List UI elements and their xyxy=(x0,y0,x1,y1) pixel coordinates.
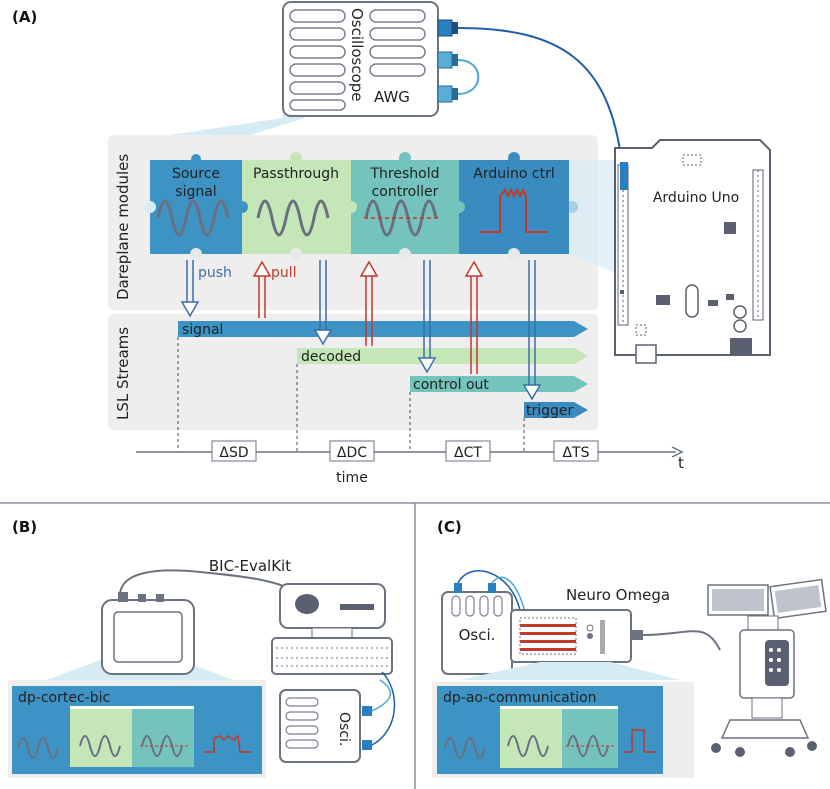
neuro-omega-device xyxy=(510,609,721,663)
awg-label: AWG xyxy=(374,88,410,106)
osc-to-arduino-cable xyxy=(457,27,623,166)
arduino-projection xyxy=(569,160,620,275)
push-pull-arrows xyxy=(180,260,542,401)
module-arduino-ctrl: Arduino ctrl xyxy=(459,160,569,254)
oscilloscope-label: Oscilloscope xyxy=(348,8,366,102)
time-axis-arrow xyxy=(671,446,684,458)
delta-ts: ΔTS xyxy=(562,445,589,461)
module-arduino-label: Arduino ctrl xyxy=(473,166,554,182)
osci-c-label: Osci. xyxy=(459,626,496,644)
arduino-uno-board xyxy=(614,139,771,364)
panel-b-label: (B) xyxy=(12,518,37,536)
oscilloscope-device: Oscilloscope AWG xyxy=(282,1,480,117)
dareplane-label: Dareplane modules xyxy=(114,154,132,300)
bic-passthrough-tile xyxy=(70,707,132,767)
bic-device xyxy=(101,569,306,675)
ao-projection xyxy=(460,662,680,680)
stream-trigger-bar xyxy=(524,402,588,418)
t-label: t xyxy=(678,454,684,472)
stream-decoded-label: decoded xyxy=(301,349,361,365)
bic-module-label: dp-cortec-bic xyxy=(18,690,110,706)
neuro-omega-label: Neuro Omega xyxy=(566,586,670,604)
stream-signal-label: signal xyxy=(182,322,223,338)
bic-threshold-tile xyxy=(132,707,194,767)
ao-module-label: dp-ao-communication xyxy=(443,690,597,706)
time-markers xyxy=(177,337,525,452)
delta-dc: ΔDC xyxy=(337,445,367,461)
lsl-label: LSL Streams xyxy=(114,327,132,420)
stream-control-label: control out xyxy=(413,377,489,393)
lsl-panel xyxy=(108,314,598,430)
arduino-label: Arduino Uno xyxy=(653,190,739,206)
delta-sd: ΔSD xyxy=(219,445,248,461)
push-label: push xyxy=(198,265,232,281)
osci-b-label: Osci. xyxy=(336,712,352,746)
panel-c-label: (C) xyxy=(437,518,462,536)
neuro-omega-cart xyxy=(707,578,827,757)
stream-trigger-label: trigger xyxy=(526,403,574,419)
ao-trigger-pulse xyxy=(624,729,656,753)
module-passthrough: Passthrough xyxy=(242,160,351,254)
osci-b-device: Osci. xyxy=(279,671,396,763)
bic-trigger-pulse xyxy=(204,734,252,753)
delta-boxes xyxy=(211,440,599,462)
bic-evalkit-label: BIC-EvalKit xyxy=(209,557,291,575)
computer-workstation xyxy=(271,583,393,675)
stream-control-bar xyxy=(410,376,588,392)
pull-label: pull xyxy=(271,265,297,281)
module-connector-knobs xyxy=(144,152,578,260)
stream-signal-bar xyxy=(178,321,588,337)
delta-ct: ΔCT xyxy=(454,445,482,461)
module-passthrough-label: Passthrough xyxy=(253,166,339,182)
panel-a-label: (A) xyxy=(12,8,37,26)
stream-decoded-bar xyxy=(297,348,588,364)
time-label: time xyxy=(336,470,368,486)
